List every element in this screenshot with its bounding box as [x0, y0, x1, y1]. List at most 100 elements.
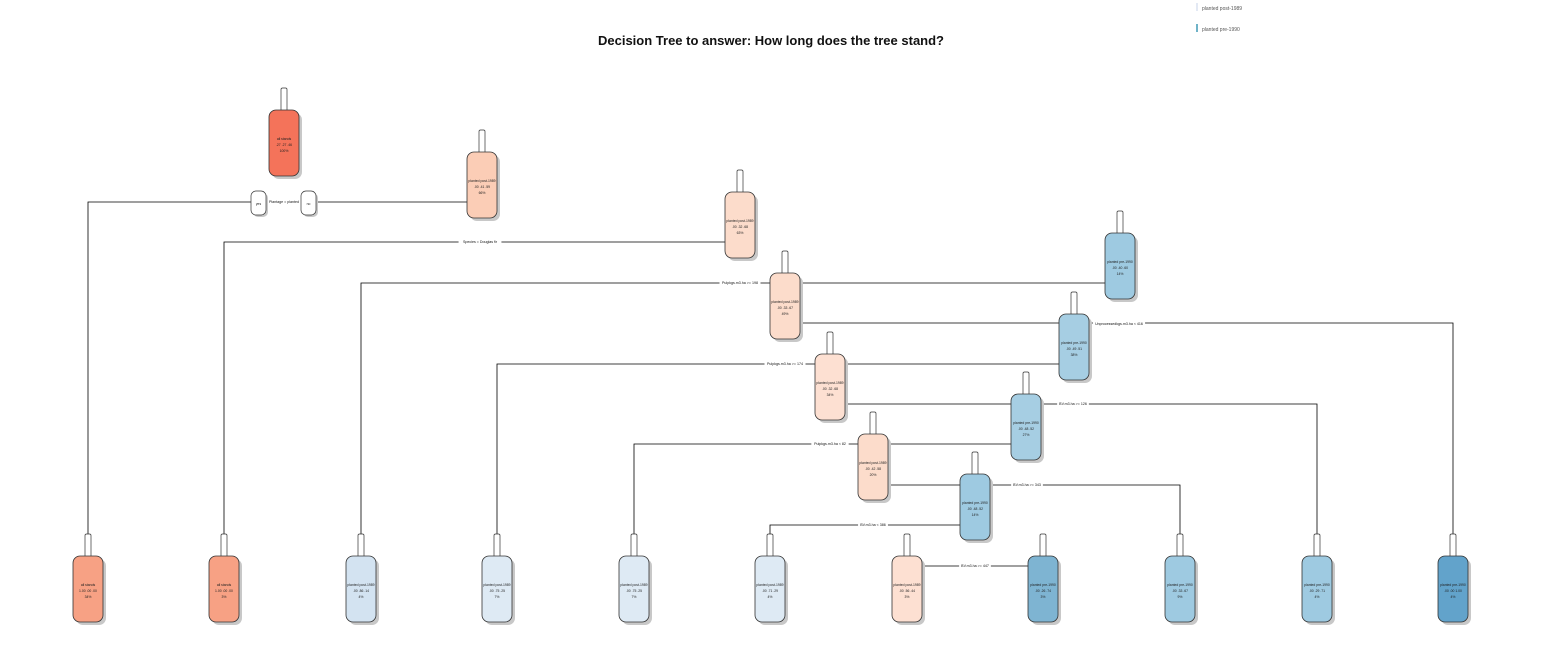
node-percentage: 14% [972, 513, 979, 517]
split-condition-label: Unprocessedkgs.m3.ha < 416 [1095, 322, 1143, 326]
node-box [754, 555, 786, 623]
node-percentage: 38% [1071, 353, 1078, 357]
node-box [814, 353, 846, 421]
node-class-label: planted pre-1990 [1167, 583, 1193, 587]
leaf-node: planted post-1989.00 .75 .257% [481, 533, 515, 625]
split-condition-label: BV.m3.ha >= 343 [1013, 483, 1041, 487]
node-box [959, 473, 991, 541]
node-class-label: planted pre-1990 [1030, 583, 1056, 587]
leaf-node: planted post-1989.00 .71 .294% [754, 533, 788, 625]
node-number-tab [1022, 371, 1030, 397]
leaf-node: planted pre-1990 .00 .26 .74 3% [1027, 533, 1061, 625]
split-condition-label: BV.m3.ha < 386 [860, 523, 886, 527]
node-number-tab [84, 533, 92, 559]
node-percentage: 34% [827, 393, 834, 397]
node-probabilities: .00 .71 .29 [762, 589, 778, 593]
node-probabilities: .00 .33 .67 [777, 306, 793, 310]
node-number-tab [826, 331, 834, 357]
node-box [1437, 555, 1469, 623]
node-probabilities: .00 .32 .68 [822, 387, 838, 391]
split-condition-label: BV.m3.ha >= 126 [1059, 402, 1087, 406]
node-percentage: 27% [1023, 433, 1030, 437]
node-percentage: 4% [359, 595, 364, 599]
node-percentage: 7% [632, 595, 637, 599]
branch-lines [87, 201, 1454, 567]
node-class-label: all stands [81, 583, 96, 587]
node-class-label: planted pre-1990 [1440, 583, 1466, 587]
node-class-label: all stands [277, 137, 292, 141]
node-number-tab [357, 533, 365, 559]
node-percentage: 3% [905, 595, 910, 599]
node-box [769, 272, 801, 340]
leaf-node: planted pre-1990.00 .00 1.004% [1437, 533, 1471, 625]
node-class-label: planted pre-1990 [962, 501, 988, 505]
split-label-bg [1092, 321, 1146, 327]
node-number-tab [869, 411, 877, 437]
legend-label-pre-1990: planted pre-1990 [1202, 27, 1240, 33]
branch-line [360, 282, 770, 556]
node-probabilities: .00 .40 .60 [1112, 266, 1128, 270]
node-probabilities: 1.00 .00 .00 [79, 589, 97, 593]
node-number-tab [1449, 533, 1457, 559]
legend-swatch-post-1989 [1196, 3, 1198, 11]
split-condition-label: Pulpkgs.m3.ha >= 198 [722, 281, 758, 285]
node-box [618, 555, 650, 623]
node-number-tab [478, 129, 486, 155]
split-label-bg [858, 522, 888, 528]
branch-line [633, 443, 858, 556]
split-label-bg [764, 361, 806, 367]
split-label-bg [265, 199, 303, 205]
node-probabilities: .00 .49 .51 [1066, 347, 1082, 351]
node-number-tab [493, 533, 501, 559]
node-probabilities: .00 .42 .58 [865, 467, 881, 471]
leaf-node: planted post-1989.00 .86 .144% [345, 533, 379, 625]
split-condition-label: Species = Douglas fir [463, 240, 498, 244]
split-label-bg [719, 280, 761, 286]
node-probabilities: 1.00 .00 .00 [215, 589, 233, 593]
node-probabilities: .00 .32 .68 [732, 225, 748, 229]
node-box [466, 151, 498, 219]
node-probabilities: .00 .56 .44 [899, 589, 915, 593]
node-box [1104, 232, 1136, 300]
node-percentage: 3% [1041, 595, 1046, 599]
leaf-node: planted post-1989 .00 .56 .44 3% [891, 533, 925, 625]
node-class-label: planted post-1989 [620, 583, 647, 587]
node-probabilities: .00 .75 .25 [489, 589, 505, 593]
node-number-tab [1313, 533, 1321, 559]
node-probabilities: .00 .75 .25 [626, 589, 642, 593]
node-box [268, 109, 300, 177]
split-label-bg [959, 563, 991, 569]
node-probabilities: .00 .29 .71 [1309, 589, 1325, 593]
node-percentage: 100% [280, 149, 289, 153]
split-condition-label: Pulpkgs.m3.ha < 82 [814, 442, 846, 446]
split-label-bg [1057, 401, 1089, 407]
branch-line [800, 322, 1454, 556]
node-class-label: planted post-1989 [468, 179, 495, 183]
diagram-title: Decision Tree to answer: How long does t… [598, 33, 944, 48]
node-percentage: 14% [1117, 272, 1124, 276]
node-box [208, 555, 240, 623]
node-class-label: planted post-1989 [893, 583, 920, 587]
split-label-bg [458, 239, 502, 245]
node-box [345, 555, 377, 623]
split-condition-label: Pulpkgs.m3.ha >= 174 [767, 362, 803, 366]
node-probabilities: .00 .86 .14 [353, 589, 369, 593]
node-probabilities: .00 .26 .74 [1035, 589, 1051, 593]
node-box [1010, 393, 1042, 461]
leaf-node: all stands 1.00 .00 .00 34% [72, 533, 106, 625]
split-condition-label: Plantage = planted [269, 200, 299, 204]
node-box [891, 555, 923, 623]
split-node: planted pre-1990 .00 .40 .60 14% [1104, 210, 1138, 302]
node-percentage: 20% [870, 473, 877, 477]
node-percentage: 34% [85, 595, 92, 599]
branch-line [888, 484, 1181, 556]
node-class-label: planted pre-1990 [1107, 260, 1133, 264]
node-percentage: 3% [222, 595, 227, 599]
node-class-label: planted post-1989 [859, 461, 886, 465]
node-class-label: planted post-1989 [483, 583, 510, 587]
